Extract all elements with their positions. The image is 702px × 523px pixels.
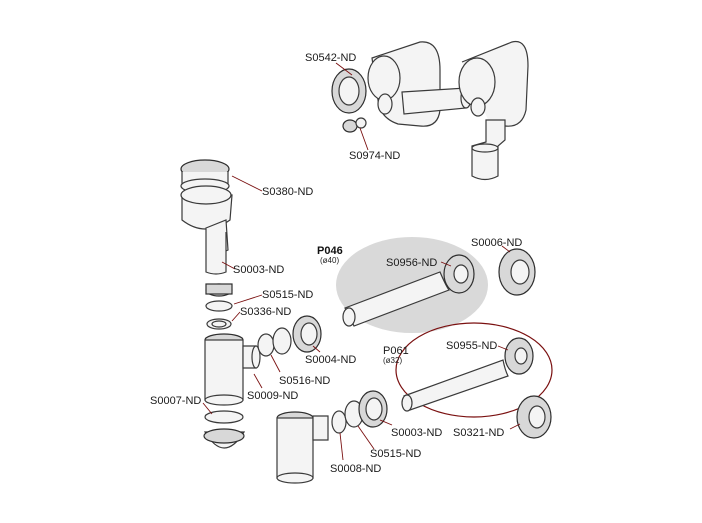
bottle-trap-fittings	[205, 283, 233, 330]
label-s0003-top: S0003-ND	[233, 264, 284, 276]
label-s0009: S0009-ND	[247, 390, 298, 402]
bottle-trap-upper	[180, 159, 233, 275]
siphon-inlet-left	[367, 55, 401, 101]
label-s0380: S0380-ND	[262, 186, 313, 198]
leader-s0542	[335, 62, 353, 76]
bottom-trap	[276, 390, 388, 484]
s0003-nut-bottom-hole	[365, 397, 383, 421]
tailpiece-ring	[471, 143, 499, 153]
leader-s0515-top	[233, 294, 263, 305]
s0956-rosette-hole	[453, 264, 469, 284]
bottle-trap-body	[203, 315, 322, 449]
leader-s0336	[231, 311, 241, 322]
s0003-nut-body	[205, 283, 233, 295]
bottom-trap-body	[276, 417, 314, 479]
s0974-washer	[355, 117, 367, 129]
bottle-body	[204, 339, 244, 401]
s0955-rosette-hole	[514, 347, 528, 365]
leader-s0003-bottom	[379, 419, 393, 426]
bottom-trap-base	[276, 472, 314, 484]
bottom-trap-outlet	[312, 415, 329, 441]
label-s0007: S0007-ND	[150, 395, 201, 407]
leader-s0008	[339, 432, 344, 461]
bottle-cap-top	[203, 428, 245, 444]
leader-lines	[202, 62, 521, 461]
p061-pipe-end	[401, 394, 413, 412]
label-s0955: S0955-ND	[446, 340, 497, 352]
leader-s0955	[497, 345, 509, 351]
label-s0956: S0956-ND	[386, 257, 437, 269]
s0007-oring	[204, 410, 244, 424]
s0542-ring-inner	[338, 76, 360, 106]
s0516-gasket	[257, 333, 275, 357]
label-s0336: S0336-ND	[240, 306, 291, 318]
bottle-side-outlet-end	[251, 345, 261, 369]
p046-group	[336, 237, 536, 333]
s0006-cap-hole	[510, 259, 530, 285]
wall-siphon-left	[331, 41, 472, 133]
label-s0515-top: S0515-ND	[262, 289, 313, 301]
label-s0974: S0974-ND	[349, 150, 400, 162]
label-s0516: S0516-ND	[279, 375, 330, 387]
s0336-washer-hole	[211, 320, 227, 328]
wall-siphon-right	[458, 40, 529, 181]
label-p061: P061	[383, 345, 409, 357]
leader-s0974	[359, 127, 369, 151]
leader-s0004	[312, 345, 321, 353]
siphon-outlet-pipe	[401, 87, 467, 115]
label-s0006: S0006-ND	[471, 237, 522, 249]
leader-s0009	[253, 373, 263, 389]
leader-s0006	[501, 245, 511, 253]
p061-pipe	[403, 359, 509, 411]
label-s0004: S0004-ND	[305, 354, 356, 366]
label-s0515-bottom: S0515-ND	[370, 448, 421, 460]
s0009-ring	[272, 327, 292, 355]
leader-s0516	[270, 354, 281, 373]
s0974-nut	[342, 119, 358, 133]
leader-s0321	[509, 423, 521, 430]
label-s0008: S0008-ND	[330, 463, 381, 475]
label-p046: P046	[317, 245, 343, 257]
leader-s0007	[202, 402, 213, 415]
label-p061-diameter: (ø32)	[383, 356, 402, 365]
s0004-nut-hole	[300, 322, 318, 346]
s0380-funnel-top	[180, 185, 232, 205]
s0380-tube	[205, 228, 227, 275]
s0321-cap-hole	[528, 405, 546, 429]
part-labels: S0542-ND S0974-ND S0380-ND S0003-ND S051…	[150, 52, 522, 475]
p046-pipe	[344, 271, 450, 327]
bottle-body-base	[204, 394, 244, 406]
leader-s0515-bottom	[357, 425, 375, 450]
p061-group	[395, 322, 553, 439]
siphon-port-left	[377, 93, 393, 115]
leader-s0380	[231, 175, 263, 192]
s0008-gasket	[331, 410, 347, 434]
s0515-washer-top	[205, 300, 233, 312]
label-s0003-bottom: S0003-ND	[391, 427, 442, 439]
label-p046-diameter: (ø40)	[320, 256, 339, 265]
leader-s0956	[440, 261, 452, 267]
label-s0542: S0542-ND	[305, 52, 356, 64]
p061-outline	[395, 322, 553, 418]
leader-s0003-top	[221, 261, 236, 270]
p046-pipe-end	[342, 307, 356, 327]
siphon-port-right	[470, 97, 486, 117]
label-s0321: S0321-ND	[453, 427, 504, 439]
